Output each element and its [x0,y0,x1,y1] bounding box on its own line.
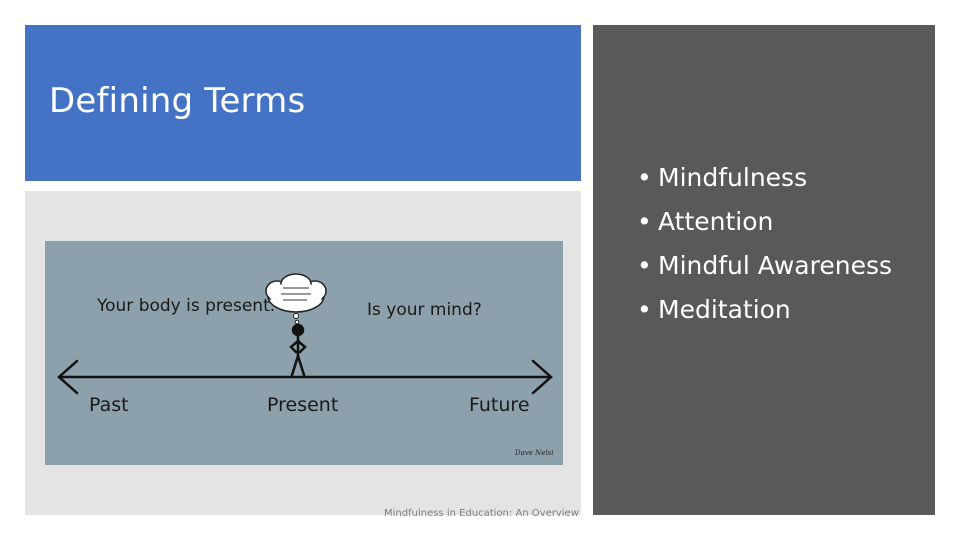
bullet-icon: • [637,295,652,324]
timeline-arrow [57,359,553,395]
stick-figure-icon [289,323,307,377]
cartoon-right-caption: Is your mind? [367,300,482,320]
timeline-label-present: Present [267,394,338,416]
bullet-text: Mindfulness [658,163,808,192]
bullet-item: • Mindfulness [631,161,921,195]
bullet-list: • Mindfulness • Attention • Mindful Awar… [631,161,921,337]
mindfulness-cartoon: Your body is present. Is your mind? Past… [45,241,563,465]
timeline-label-past: Past [89,394,129,416]
thought-cloud-icon [265,273,327,325]
bullet-text: Attention [658,207,774,236]
bullet-icon: • [637,163,652,192]
bullet-item: • Mindful Awareness [631,249,921,283]
bullet-icon: • [637,207,652,236]
title-band: Defining Terms [25,25,581,181]
cartoon-background [45,241,563,465]
cartoon-signature: Dave Nelsi [514,449,553,457]
slide-title: Defining Terms [49,81,306,121]
cartoon-left-caption: Your body is present. [96,296,275,316]
content-panel [593,25,935,515]
bullet-text: Mindful Awareness [658,251,893,280]
bullet-item: • Attention [631,205,921,239]
bullet-text: Meditation [658,295,791,324]
bullet-item: • Meditation [631,293,921,327]
timeline-label-future: Future [469,394,530,416]
slide-footer: Mindfulness in Education: An Overview [384,508,579,519]
bullet-icon: • [637,251,652,280]
